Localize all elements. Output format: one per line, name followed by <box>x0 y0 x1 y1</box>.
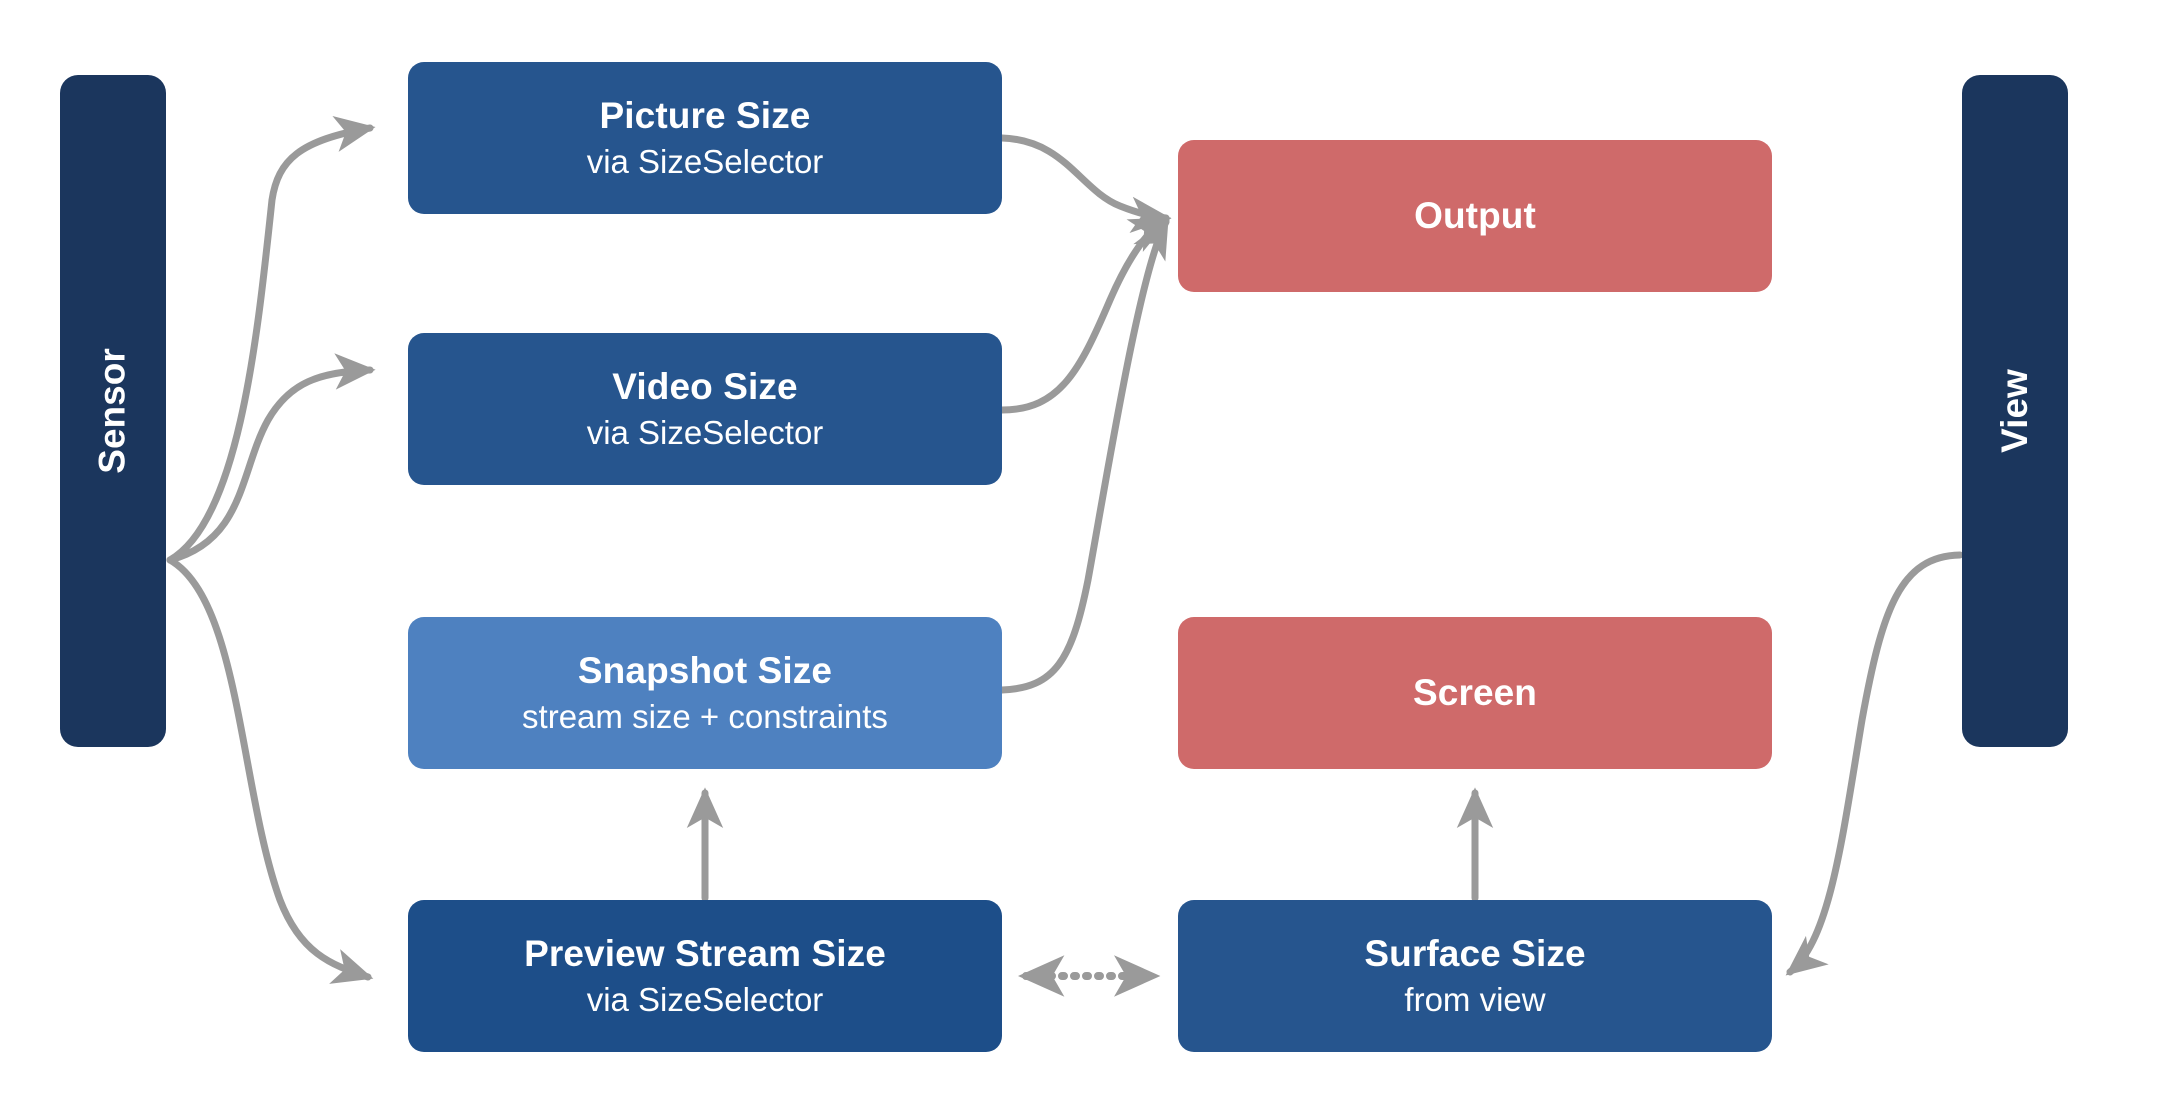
edge-sensor-to-preview <box>166 556 374 984</box>
edge-snapshot-to-output <box>998 217 1170 694</box>
node-surface-size-subtitle: from view <box>1404 980 1546 1018</box>
edge-view-to-surface <box>1785 551 1964 976</box>
node-screen-title: Screen <box>1412 672 1537 714</box>
node-preview-stream-size-subtitle: via SizeSelector <box>586 980 824 1018</box>
node-surface-size-title: Surface Size <box>1364 933 1586 975</box>
node-surface-size[interactable]: Surface Size from view <box>1178 900 1772 1052</box>
node-video-size-subtitle: via SizeSelector <box>586 413 824 451</box>
lane-sensor[interactable]: Sensor <box>60 75 166 747</box>
node-snapshot-size-subtitle: stream size + constraints <box>522 697 888 735</box>
node-preview-stream-size[interactable]: Preview Stream Size via SizeSelector <box>408 900 1002 1052</box>
node-picture-size-title: Picture Size <box>599 95 811 137</box>
edge-sensor-to-picture <box>166 115 376 564</box>
node-picture-size[interactable]: Picture Size via SizeSelector <box>408 62 1002 214</box>
edge-video-to-output <box>998 216 1172 414</box>
node-snapshot-size-title: Snapshot Size <box>577 650 833 692</box>
lane-view-label: View <box>1994 369 2035 453</box>
node-preview-stream-size-title: Preview Stream Size <box>524 933 886 975</box>
node-video-size-title: Video Size <box>612 366 798 408</box>
edge-sensor-to-video <box>166 353 376 564</box>
node-screen[interactable]: Screen <box>1178 617 1772 769</box>
lane-sensor-label: Sensor <box>92 348 133 474</box>
node-picture-size-subtitle: via SizeSelector <box>586 142 824 180</box>
edge-picture-to-output <box>998 134 1172 233</box>
lane-view[interactable]: View <box>1962 75 2068 747</box>
node-output-title: Output <box>1414 195 1536 237</box>
node-output[interactable]: Output <box>1178 140 1772 292</box>
node-video-size[interactable]: Video Size via SizeSelector <box>408 333 1002 485</box>
node-snapshot-size[interactable]: Snapshot Size stream size + constraints <box>408 617 1002 769</box>
